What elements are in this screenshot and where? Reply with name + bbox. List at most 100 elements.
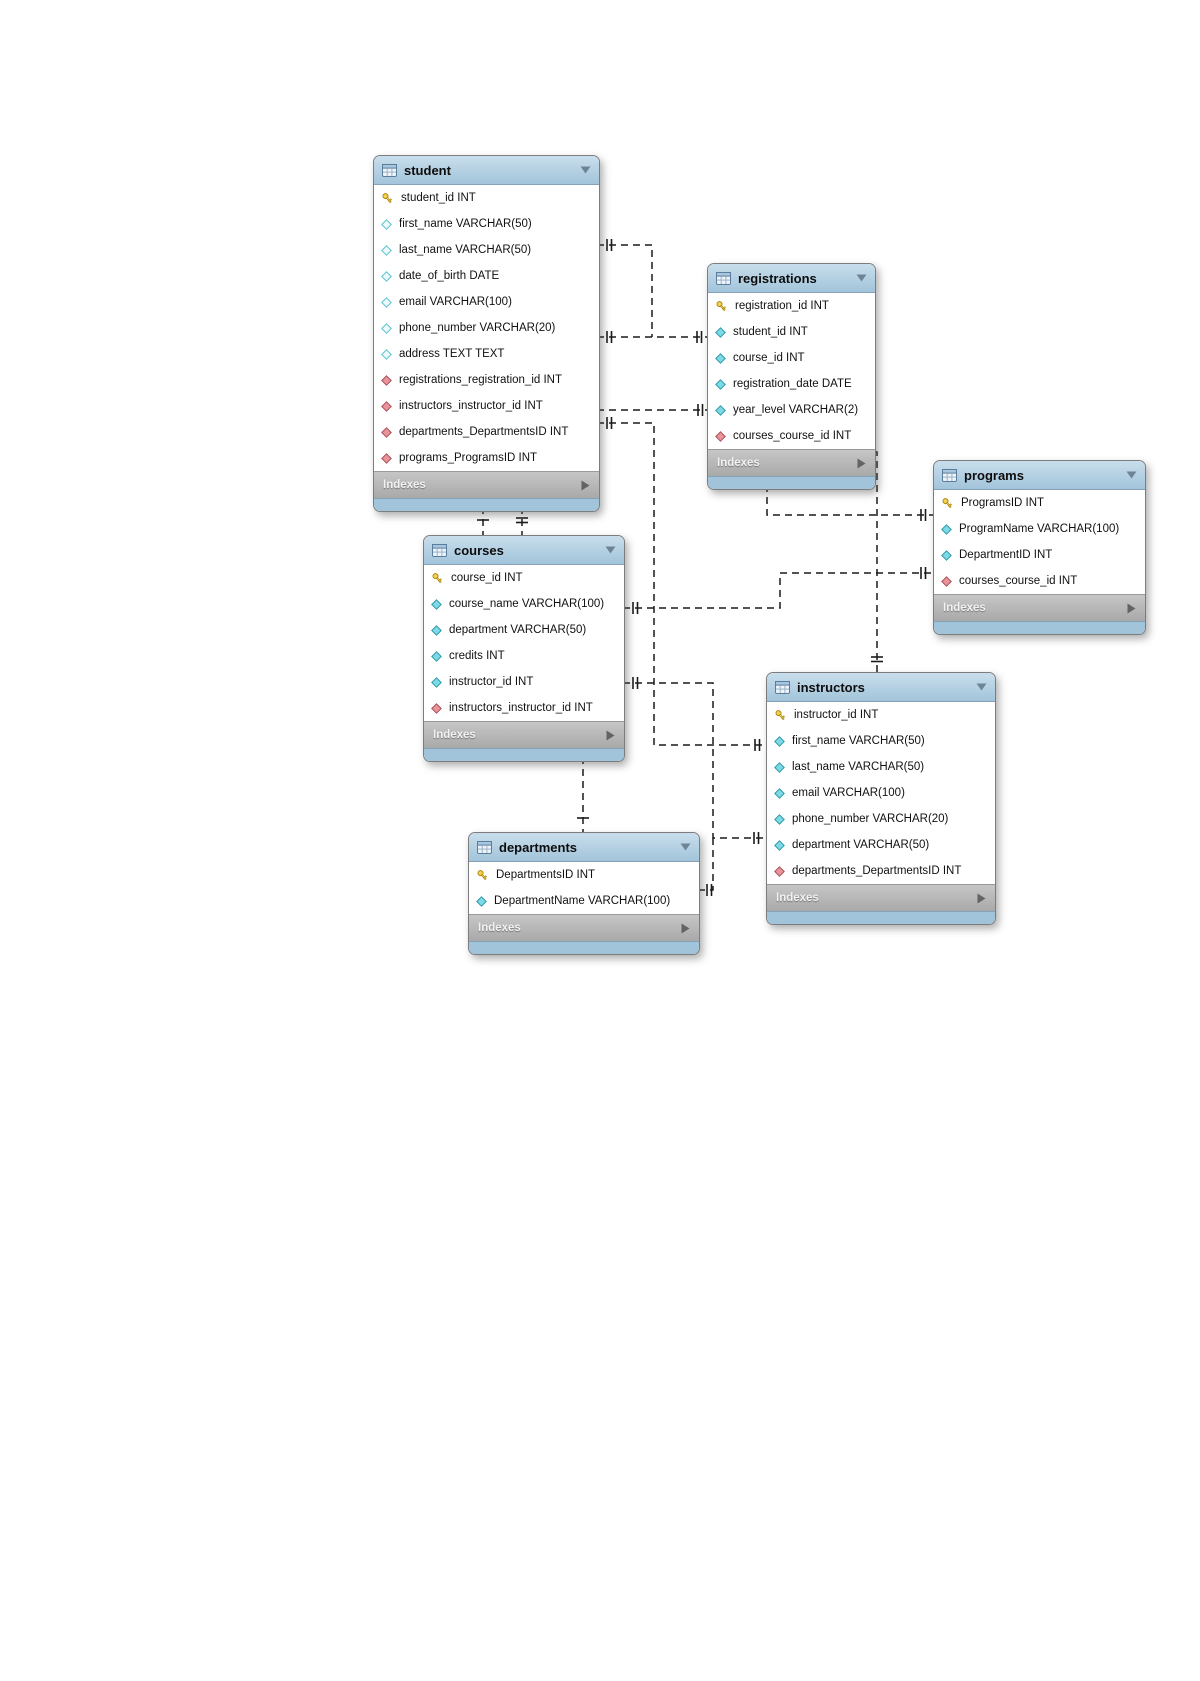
indexes-label: Indexes [383, 479, 426, 491]
table-footer [374, 498, 599, 511]
table-footer [708, 476, 875, 489]
indexes-bar[interactable]: Indexes [708, 449, 875, 476]
diamond-outline-icon [381, 270, 392, 282]
field-row[interactable]: last_name VARCHAR(50) [374, 237, 599, 263]
diamond-red-icon [381, 374, 392, 386]
relationship-line-student-registrations-a[interactable] [597, 244, 653, 337]
table-footer [934, 621, 1145, 634]
indexes-bar[interactable]: Indexes [767, 884, 995, 911]
key-icon [774, 709, 787, 722]
table-header-courses[interactable]: courses [424, 536, 624, 565]
table-icon [382, 163, 397, 177]
field-row[interactable]: ProgramName VARCHAR(100) [934, 516, 1145, 542]
relationship-line-departments-instructors[interactable] [698, 838, 714, 891]
expand-arrow-icon[interactable] [1127, 603, 1136, 614]
field-row[interactable]: course_name VARCHAR(100) [424, 591, 624, 617]
field-label: year_level VARCHAR(2) [733, 404, 859, 416]
indexes-label: Indexes [478, 922, 521, 934]
chevron-down-icon[interactable] [580, 166, 591, 174]
field-row[interactable]: first_name VARCHAR(50) [374, 211, 599, 237]
chevron-down-icon[interactable] [1126, 471, 1137, 479]
field-label: instructor_id INT [449, 676, 534, 688]
diamond-outline-icon [381, 348, 392, 360]
expand-arrow-icon[interactable] [857, 458, 866, 469]
relationship-line-registrations-programs[interactable] [766, 485, 933, 516]
field-row[interactable]: programs_ProgramsID INT [374, 445, 599, 471]
diamond-outline-icon [381, 244, 392, 256]
key-icon [476, 869, 489, 882]
field-row[interactable]: credits INT [424, 643, 624, 669]
field-row[interactable]: registration_date DATE [708, 371, 875, 397]
field-row[interactable]: email VARCHAR(100) [374, 289, 599, 315]
table-title: programs [964, 467, 1024, 483]
indexes-bar[interactable]: Indexes [424, 721, 624, 748]
field-row[interactable]: DepartmentsID INT [469, 862, 699, 888]
field-row[interactable]: phone_number VARCHAR(20) [374, 315, 599, 341]
field-row[interactable]: date_of_birth DATE [374, 263, 599, 289]
indexes-bar[interactable]: Indexes [469, 914, 699, 941]
table-header-programs[interactable]: programs [934, 461, 1145, 490]
field-label: course_name VARCHAR(100) [449, 598, 605, 610]
field-row[interactable]: ProgramsID INT [934, 490, 1145, 516]
field-row[interactable]: instructor_id INT [424, 669, 624, 695]
chevron-down-icon[interactable] [605, 546, 616, 554]
field-row[interactable]: student_id INT [708, 319, 875, 345]
field-row[interactable]: email VARCHAR(100) [767, 780, 995, 806]
expand-arrow-icon[interactable] [977, 893, 986, 904]
diamond-filled-icon [431, 676, 442, 688]
field-row[interactable]: DepartmentName VARCHAR(100) [469, 888, 699, 914]
chevron-down-icon[interactable] [680, 843, 691, 851]
field-row[interactable]: courses_course_id INT [708, 423, 875, 449]
field-row[interactable]: departments_DepartmentsID INT [767, 858, 995, 884]
field-row[interactable]: instructors_instructor_id INT [424, 695, 624, 721]
table-header-instructors[interactable]: instructors [767, 673, 995, 702]
table-header-registrations[interactable]: registrations [708, 264, 875, 293]
field-row[interactable]: department VARCHAR(50) [424, 617, 624, 643]
indexes-label: Indexes [776, 892, 819, 904]
diamond-red-icon [431, 702, 442, 714]
field-row[interactable]: student_id INT [374, 185, 599, 211]
field-row[interactable]: department VARCHAR(50) [767, 832, 995, 858]
table-header-student[interactable]: student [374, 156, 599, 185]
expand-arrow-icon[interactable] [606, 730, 615, 741]
indexes-bar[interactable]: Indexes [374, 471, 599, 498]
field-row[interactable]: registrations_registration_id INT [374, 367, 599, 393]
chevron-down-icon[interactable] [856, 274, 867, 282]
key-icon [941, 497, 954, 510]
relationship-line-courses-programs[interactable] [623, 572, 933, 609]
field-row[interactable]: first_name VARCHAR(50) [767, 728, 995, 754]
key-icon [381, 192, 394, 205]
field-row[interactable]: registration_id INT [708, 293, 875, 319]
chevron-down-icon[interactable] [976, 683, 987, 691]
field-label: email VARCHAR(100) [792, 787, 905, 799]
expand-arrow-icon[interactable] [581, 480, 590, 491]
relationship-line-student-instructors[interactable] [597, 422, 766, 746]
field-row[interactable]: course_id INT [424, 565, 624, 591]
field-row[interactable]: instructor_id INT [767, 702, 995, 728]
field-row[interactable]: phone_number VARCHAR(20) [767, 806, 995, 832]
diamond-filled-icon [941, 523, 952, 535]
table-footer [469, 941, 699, 954]
field-row[interactable]: year_level VARCHAR(2) [708, 397, 875, 423]
field-label: DepartmentName VARCHAR(100) [494, 895, 671, 907]
field-label: departments_DepartmentsID INT [399, 426, 569, 438]
field-label: course_id INT [733, 352, 805, 364]
field-row[interactable]: departments_DepartmentsID INT [374, 419, 599, 445]
relationship-line-courses-instructors[interactable] [623, 682, 766, 839]
table-header-departments[interactable]: departments [469, 833, 699, 862]
field-row[interactable]: DepartmentID INT [934, 542, 1145, 568]
expand-arrow-icon[interactable] [681, 923, 690, 934]
field-row[interactable]: instructors_instructor_id INT [374, 393, 599, 419]
indexes-bar[interactable]: Indexes [934, 594, 1145, 621]
field-row[interactable]: address TEXT TEXT [374, 341, 599, 367]
field-row[interactable]: course_id INT [708, 345, 875, 371]
field-row[interactable]: last_name VARCHAR(50) [767, 754, 995, 780]
field-label: registrations_registration_id INT [399, 374, 562, 386]
field-row[interactable]: courses_course_id INT [934, 568, 1145, 594]
